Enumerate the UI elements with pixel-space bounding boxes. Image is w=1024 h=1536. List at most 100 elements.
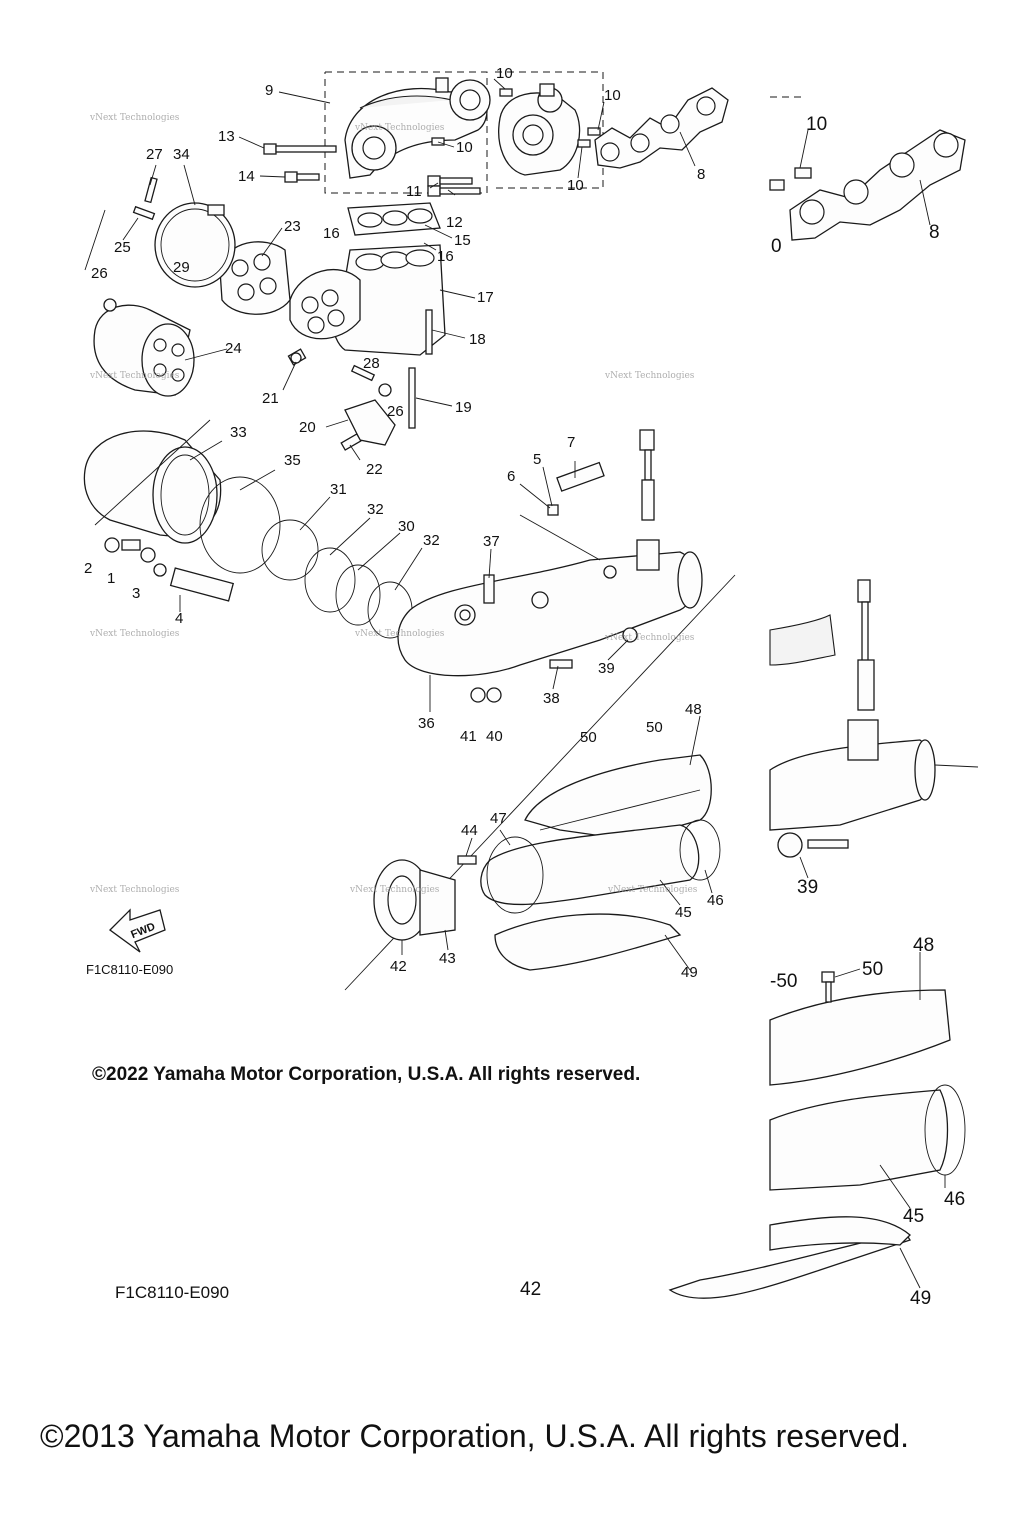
callout-34: 34 — [173, 146, 190, 163]
svg-text:vNext Technologies: vNext Technologies — [604, 633, 695, 643]
callout-32: 32 — [423, 532, 440, 549]
heat-shield-49 — [494, 913, 682, 971]
clamp-band-34 — [154, 202, 236, 288]
callout-49: 49 — [681, 964, 698, 981]
callout-30: 30 — [398, 518, 415, 535]
leader-lines — [122, 78, 946, 1289]
callout-9: 9 — [265, 82, 273, 99]
callout-4: 4 — [175, 610, 183, 627]
callout-45: 45 — [675, 904, 692, 921]
cylinder-head-group-outline — [324, 71, 805, 194]
callout-17: 17 — [477, 289, 494, 306]
callout-33: 33 — [230, 424, 247, 441]
heat-shield-48 — [524, 754, 712, 841]
callout-7: 7 — [567, 434, 575, 451]
callout-14: 14 — [238, 168, 255, 185]
callout-26: 26 — [387, 403, 404, 420]
outlet-flange-42-43 — [373, 855, 477, 941]
callout-16: 16 — [437, 248, 454, 265]
callout-40: 40 — [486, 728, 503, 745]
callout-22: 22 — [366, 461, 383, 478]
callout-50: 50 — [580, 729, 597, 746]
copyright-notice-2022: ©2022 Yamaha Motor Corporation, U.S.A. A… — [92, 1064, 641, 1085]
callout-10: 10 — [496, 65, 513, 82]
exhaust-manifold-upper — [344, 77, 491, 179]
bolts-upper — [263, 143, 481, 197]
enlarged-water-lock — [769, 579, 979, 858]
copyright-notice-2013: ©2013 Yamaha Motor Corporation, U.S.A. A… — [40, 1418, 910, 1454]
callout-27: 27 — [146, 146, 163, 163]
small-hardware — [104, 352, 638, 703]
callout-43: 43 — [439, 950, 456, 967]
callout-37: 37 — [483, 533, 500, 550]
diagram-reference-code: F1C8110-E090 — [86, 962, 174, 977]
callout-10-large: 10 — [806, 114, 827, 135]
callout-39: 39 — [598, 660, 615, 677]
callout-10: 10 — [604, 87, 621, 104]
callout-42-large: 42 — [520, 1279, 541, 1300]
enlarged-shields — [668, 971, 966, 1299]
svg-text:vNext Technologies: vNext Technologies — [607, 885, 698, 895]
callout-18: 18 — [469, 331, 486, 348]
studs — [132, 176, 433, 429]
joint-pipe-33 — [83, 430, 222, 544]
callout-21: 21 — [262, 390, 279, 407]
callout-49-large: 49 — [910, 1288, 931, 1309]
callout-3: 3 — [132, 585, 140, 602]
hose-clamps — [199, 476, 413, 639]
callout-50-large: -50 — [770, 971, 797, 992]
callout-26: 26 — [91, 265, 108, 282]
callout-38: 38 — [543, 690, 560, 707]
callout-8-large: 8 — [929, 222, 940, 243]
exhaust-gasket-small — [594, 87, 729, 169]
water-lock-36 — [397, 539, 703, 677]
dowel-pins — [431, 88, 601, 148]
gasket-23 — [219, 241, 291, 315]
callout-2: 2 — [84, 560, 92, 577]
callout-32: 32 — [367, 501, 384, 518]
callout-28: 28 — [363, 355, 380, 372]
callout-6: 6 — [507, 468, 515, 485]
callout-48-large: 48 — [913, 935, 934, 956]
svg-text:vNext Technologies: vNext Technologies — [89, 371, 180, 381]
svg-text:vNext Technologies: vNext Technologies — [604, 371, 695, 381]
callout-46-large: 46 — [944, 1189, 965, 1210]
exhaust-pipe-47 — [480, 819, 721, 914]
svg-text:vNext Technologies: vNext Technologies — [89, 113, 180, 123]
svg-text:vNext Technologies: vNext Technologies — [354, 629, 445, 639]
callout-11: 11 — [406, 183, 422, 200]
fwd-arrow-icon: FWD — [109, 908, 166, 953]
diagram-reference-code-large: F1C8110-E090 — [115, 1283, 230, 1302]
muffler-24 — [93, 298, 195, 397]
callout-19: 19 — [455, 399, 472, 416]
callout-29: 29 — [173, 259, 190, 276]
callout-0-large: 0 — [771, 236, 782, 257]
callout-25: 25 — [114, 239, 131, 256]
callout-16: 16 — [323, 225, 340, 242]
callout-5: 5 — [533, 451, 541, 468]
exhaust-manifold-cover — [498, 83, 581, 176]
callout-12: 12 — [446, 214, 463, 231]
exhaust-manifold-17 — [289, 244, 446, 356]
sensor-assembly-7 — [556, 429, 655, 521]
callout-50: 50 — [646, 719, 663, 736]
callout-42: 42 — [390, 958, 407, 975]
callout-47: 47 — [490, 810, 507, 827]
callout-41: 41 — [460, 728, 477, 745]
callout-10: 10 — [567, 177, 584, 194]
enlarged-gasket-8 — [769, 129, 966, 241]
gasket-15 — [347, 202, 441, 236]
callout-35: 35 — [284, 452, 301, 469]
callout-1: 1 — [107, 570, 115, 587]
callout-23: 23 — [284, 218, 301, 235]
callout-48: 48 — [685, 701, 702, 718]
watermarks: vNext Technologies vNext Technologies vN… — [89, 113, 698, 895]
svg-text:vNext Technologies: vNext Technologies — [89, 629, 180, 639]
svg-text:vNext Technologies: vNext Technologies — [354, 123, 445, 133]
callout-50-large: 50 — [862, 959, 883, 980]
callout-31: 31 — [330, 481, 347, 498]
svg-text:vNext Technologies: vNext Technologies — [89, 885, 180, 895]
callout-36: 36 — [418, 715, 435, 732]
callout-8: 8 — [697, 166, 705, 183]
